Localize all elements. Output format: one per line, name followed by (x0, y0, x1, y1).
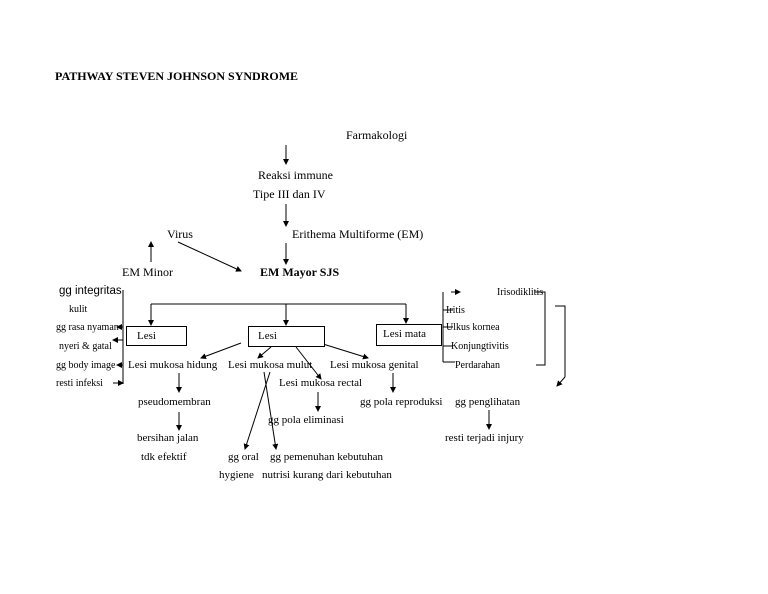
node-nyeri-gatal: nyeri & gatal (59, 341, 112, 352)
node-resti-injury: resti terjadi injury (445, 432, 524, 444)
node-gg-oral: gg oral (228, 451, 259, 463)
node-tdk-efektif: tdk efektif (141, 451, 187, 463)
node-gg-integritas: gg integritas (59, 285, 122, 297)
node-perdarahan: Perdarahan (455, 360, 500, 371)
node-gg-pola-reproduksi: gg pola reproduksi (360, 396, 443, 408)
node-virus: Virus (167, 227, 193, 241)
box-lesi-left: Lesi (126, 326, 187, 346)
node-lesi-mukosa-hidung: Lesi mukosa hidung (128, 359, 218, 371)
arrow-lesi-hidung (200, 342, 242, 360)
node-lesi-left: Lesi (137, 330, 156, 342)
node-reaksi-immune: Reaksi immune (258, 168, 333, 182)
node-lesi-mata: Lesi mata (383, 328, 427, 340)
arrow-outer-down (556, 376, 566, 387)
node-gg-pemenuhan: gg pemenuhan kebutuhan (270, 451, 384, 463)
node-lesi-mukosa-rectal: Lesi mukosa rectal (279, 377, 363, 389)
node-lesi-mukosa-mulut: Lesi mukosa mulut (228, 359, 313, 371)
arrow-lesi-mulut (257, 346, 272, 359)
bracket-outer-right (555, 305, 566, 377)
bracket-inner-right (536, 291, 546, 366)
node-em-mayor: EM Mayor SJS (260, 265, 340, 279)
node-bersihan-jalan: bersihan jalan (137, 432, 199, 444)
node-tipe: Tipe III dan IV (253, 187, 326, 201)
node-nutrisi: nutrisi kurang dari kebutuhan (262, 469, 392, 481)
diagram-title: PATHWAY STEVEN JOHNSON SYNDROME (55, 69, 299, 83)
node-lesi-center: Lesi (258, 330, 277, 342)
arrow-mulut-pemenuhan (263, 371, 279, 450)
node-gg-body-image: gg body image (56, 360, 116, 371)
node-em-minor: EM Minor (122, 265, 173, 279)
node-pseudomembran: pseudomembran (138, 396, 211, 408)
box-lesi-mata: Lesi mata (376, 324, 442, 346)
node-farmakologi: Farmakologi (346, 128, 408, 142)
node-erithema: Erithema Multiforme (EM) (292, 227, 424, 241)
arrow-lesi-genital (322, 343, 369, 360)
arrow-virus-em-mayor (177, 241, 242, 272)
box-lesi-center: Lesi (248, 326, 325, 347)
node-ulkus-kornea: Ulkus kornea (446, 322, 500, 333)
node-resti-infeksi: resti infeksi (56, 378, 103, 389)
node-konjungtivitis: Konjungtivitis (451, 341, 509, 352)
node-irisodiklitis: Irisodiklitis (497, 287, 544, 298)
node-gg-penglihatan: gg penglihatan (455, 396, 521, 408)
arrow-lesi-rectal (295, 346, 322, 380)
node-hygiene: hygiene (219, 469, 254, 481)
node-lesi-mukosa-genital: Lesi mukosa genital (330, 359, 419, 371)
node-gg-pola-eliminasi: gg pola eliminasi (268, 414, 344, 426)
node-kulit: kulit (69, 304, 88, 315)
node-gg-rasa-nyaman: gg rasa nyaman (56, 322, 119, 333)
node-iritis: Iritis (446, 305, 465, 316)
